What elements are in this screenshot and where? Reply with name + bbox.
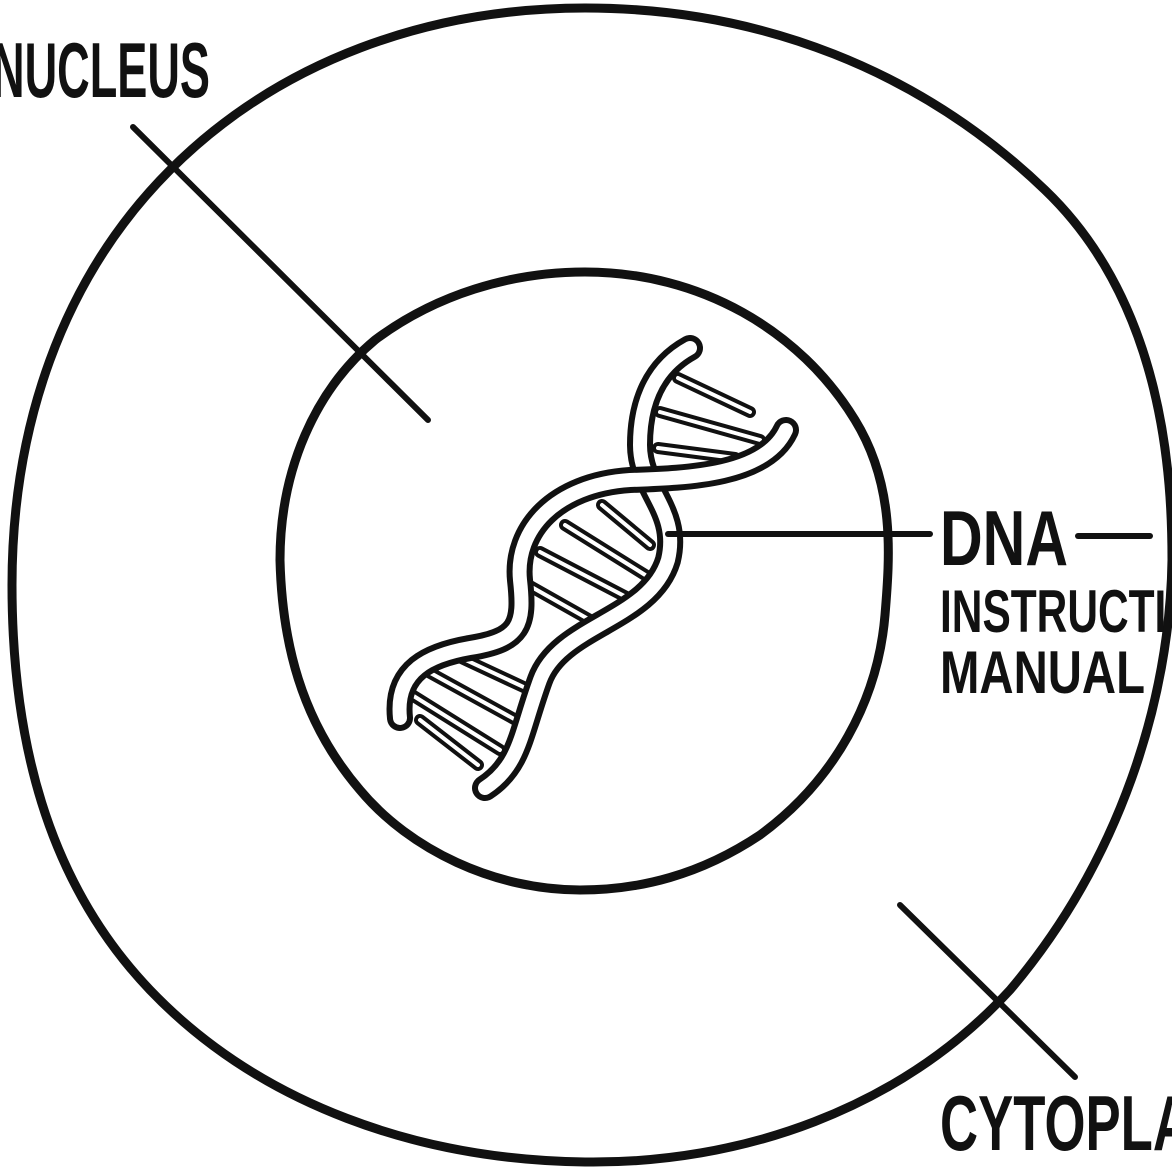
dna-description-line2: MANUAL bbox=[940, 639, 1145, 706]
cytoplasm-pointer-line bbox=[900, 905, 1075, 1077]
dna-label: DNA bbox=[940, 494, 1068, 582]
cytoplasm-label: CYTOPLASM bbox=[940, 1079, 1172, 1167]
nucleus-label: NUCLEUS bbox=[0, 26, 210, 114]
nucleus-pointer-line bbox=[133, 127, 428, 420]
dna-rungs-upper bbox=[658, 378, 760, 458]
dna-description-line1: INSTRUCTION bbox=[940, 578, 1172, 645]
dna-helix-icon bbox=[400, 348, 786, 788]
